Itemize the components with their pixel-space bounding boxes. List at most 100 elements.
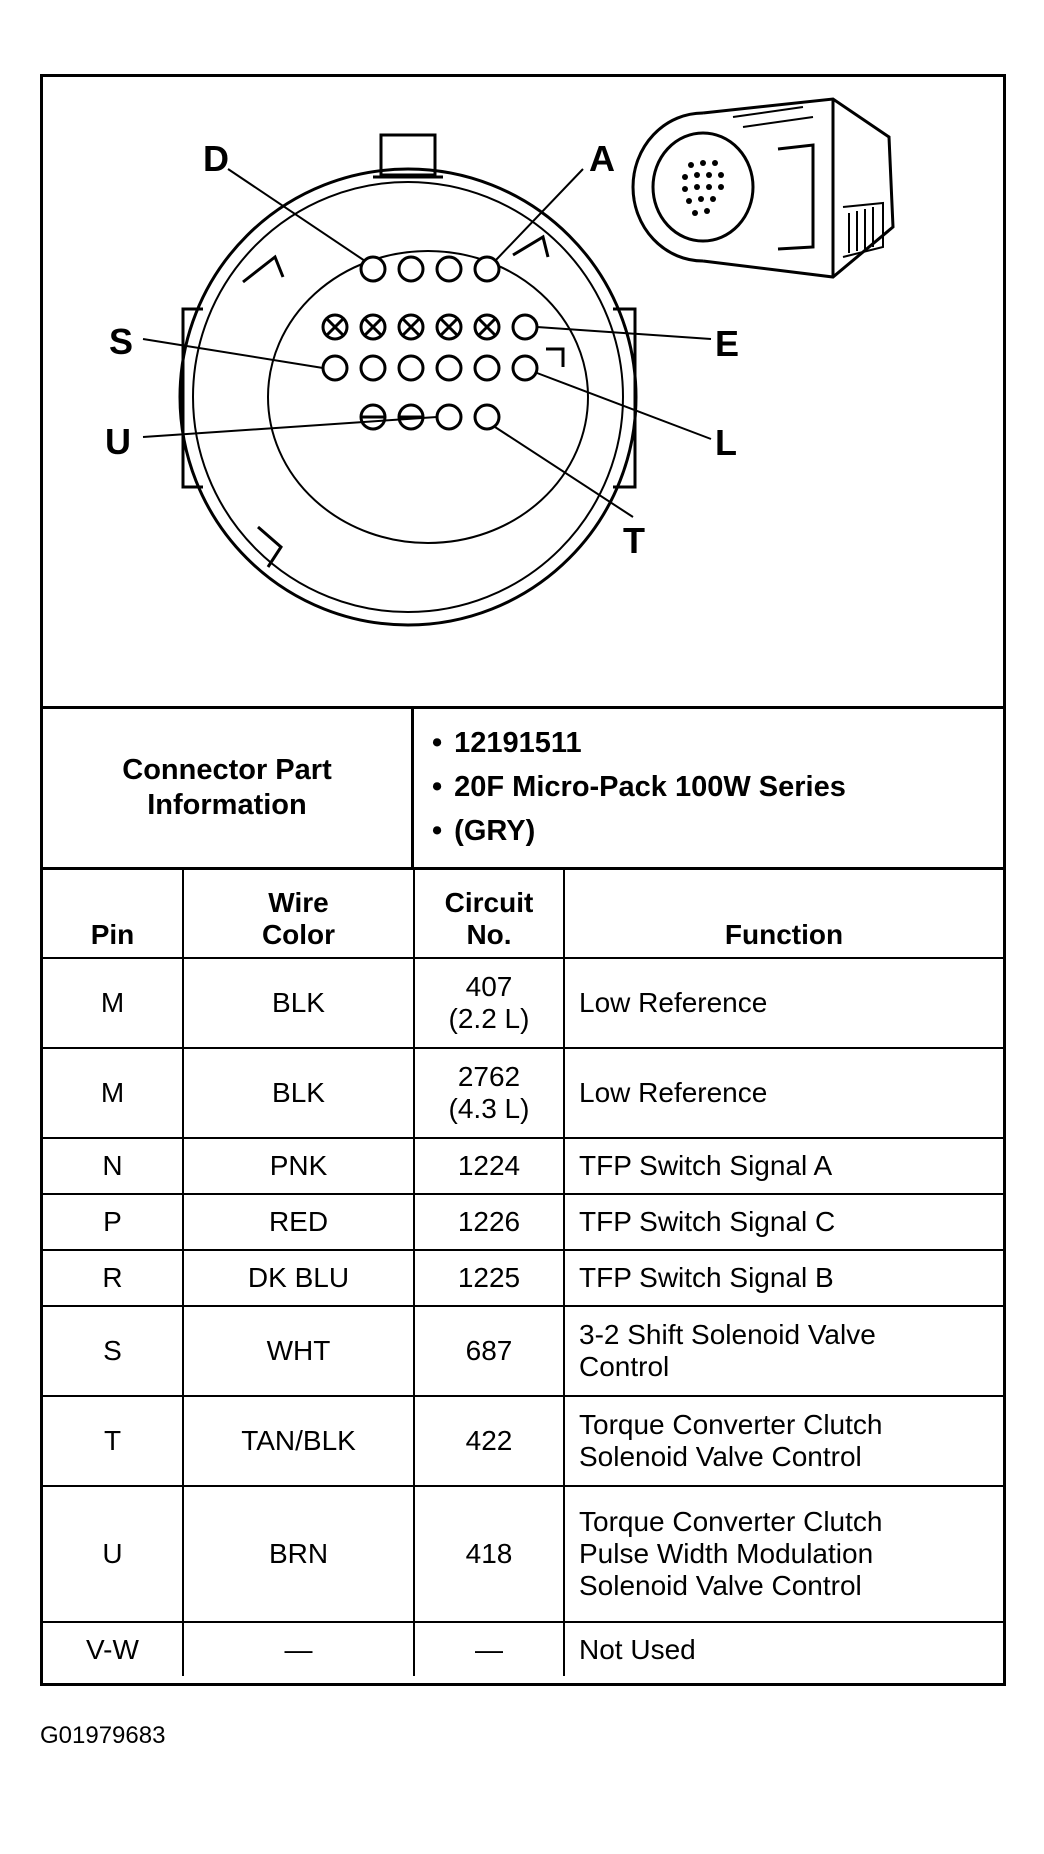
plugged-cavities-bottom	[359, 403, 425, 431]
leader-e	[536, 326, 712, 340]
connector-part-information-label: Connector Part Information	[43, 709, 414, 867]
cell-wire-color: WHT	[182, 1305, 415, 1397]
cell-function: 3-2 Shift Solenoid Valve Control	[563, 1305, 1003, 1397]
cell-wire-color: RED	[182, 1193, 415, 1251]
cell-wire-color: BLK	[182, 957, 415, 1049]
pin-s-cavity	[321, 354, 349, 382]
cell-circuit: 1226	[413, 1193, 565, 1251]
pin-label-u: U	[105, 421, 131, 462]
connector-outer-rim	[192, 181, 624, 613]
leader-t	[494, 426, 634, 518]
cell-function: Not Used	[563, 1621, 1003, 1676]
connector-figure: D A S E U L T Connector Part In	[40, 74, 1006, 1686]
cell-pin: U	[43, 1485, 184, 1623]
leader-d	[227, 168, 366, 262]
cell-function: TFP Switch Signal B	[563, 1249, 1003, 1307]
cell-wire-color: TAN/BLK	[182, 1395, 415, 1487]
cell-function: Low Reference	[563, 1047, 1003, 1139]
cell-circuit: 1225	[413, 1249, 565, 1307]
cell-circuit: 418	[413, 1485, 565, 1623]
connector-color: (GRY)	[432, 809, 1003, 853]
pin-label-s: S	[109, 321, 133, 362]
pin-label-d: D	[203, 138, 229, 179]
header-pin: Pin	[43, 870, 184, 959]
pin-u-cavity	[435, 403, 463, 431]
pin-label-l: L	[715, 422, 737, 463]
figure-code: G01979683	[40, 1722, 166, 1749]
leader-a	[494, 168, 584, 262]
cell-pin: M	[43, 1047, 184, 1139]
connector-part-information-list: 12191511 20F Micro-Pack 100W Series (GRY…	[414, 709, 1003, 867]
pin-e-cavity	[511, 313, 539, 341]
cell-circuit: 407 (2.2 L)	[413, 957, 565, 1049]
table-row: N PNK 1224 TFP Switch Signal A	[43, 1137, 1003, 1195]
connector-series: 20F Micro-Pack 100W Series	[432, 765, 1003, 809]
connector-outer-shell	[178, 167, 638, 627]
cell-pin: R	[43, 1249, 184, 1307]
pin-a-cavity	[473, 255, 501, 283]
pin-cavity	[359, 354, 387, 382]
pin-cavity	[435, 255, 463, 283]
connector-part-information-row: Connector Part Information 12191511 20F …	[43, 706, 1003, 870]
cell-pin: N	[43, 1137, 184, 1195]
connector-perspective-illustration	[631, 97, 895, 279]
connector-right-flange	[613, 307, 637, 489]
table-row: P RED 1226 TFP Switch Signal C	[43, 1193, 1003, 1251]
cell-circuit: 687	[413, 1305, 565, 1397]
leader-u	[142, 416, 438, 438]
cell-pin: P	[43, 1193, 184, 1251]
header-circuit-no: Circuit No.	[413, 870, 565, 959]
connector-notch-top-left	[242, 254, 285, 284]
cell-circuit: 422	[413, 1395, 565, 1487]
table-row: T TAN/BLK 422 Torque Converter Clutch So…	[43, 1395, 1003, 1487]
pin-label-e: E	[715, 323, 739, 364]
cell-wire-color: BRN	[182, 1485, 415, 1623]
pin-l-cavity	[511, 354, 539, 382]
cell-function: Torque Converter Clutch Solenoid Valve C…	[563, 1395, 1003, 1487]
table-row: S WHT 687 3-2 Shift Solenoid Valve Contr…	[43, 1305, 1003, 1397]
cell-circuit: 1224	[413, 1137, 565, 1195]
table-row: M BLK 2762 (4.3 L) Low Reference	[43, 1047, 1003, 1139]
table-row: R DK BLU 1225 TFP Switch Signal B	[43, 1249, 1003, 1307]
pin-t-cavity	[473, 403, 501, 431]
pin-cavity	[473, 354, 501, 382]
cell-pin: T	[43, 1395, 184, 1487]
table-header-row: Pin Wire Color Circuit No. Function	[43, 870, 1003, 959]
table-row: U BRN 418 Torque Converter Clutch Pulse …	[43, 1485, 1003, 1623]
connector-face-diagram: D A S E U L T	[105, 97, 895, 627]
cell-wire-color: PNK	[182, 1137, 415, 1195]
cell-function: TFP Switch Signal A	[563, 1137, 1003, 1195]
connector-notch-bottom-left	[257, 525, 283, 568]
connector-left-flange	[181, 307, 203, 489]
table-row: V-W — — Not Used	[43, 1621, 1003, 1676]
pin-cavity	[397, 255, 425, 283]
cell-pin: V-W	[43, 1621, 184, 1676]
cell-wire-color: —	[182, 1621, 415, 1676]
connector-perspective-pins	[682, 160, 724, 216]
pin-label-a: A	[589, 138, 615, 179]
header-function: Function	[563, 870, 1003, 959]
pin-d-cavity	[359, 255, 387, 283]
leader-l	[536, 372, 712, 440]
pin-cavity	[397, 354, 425, 382]
cell-circuit: —	[413, 1621, 565, 1676]
connector-notch-right	[546, 347, 565, 367]
cell-function: Torque Converter Clutch Pulse Width Modu…	[563, 1485, 1003, 1623]
plugged-cavities-row	[321, 313, 501, 341]
pin-cavity	[435, 354, 463, 382]
cell-pin: M	[43, 957, 184, 1049]
table-row: M BLK 407 (2.2 L) Low Reference	[43, 957, 1003, 1049]
pin-label-t: T	[623, 520, 645, 561]
connector-key-tab	[379, 133, 437, 177]
part-number: 12191511	[432, 721, 1003, 765]
cell-pin: S	[43, 1305, 184, 1397]
cell-function: TFP Switch Signal C	[563, 1193, 1003, 1251]
pin-assignment-table: Pin Wire Color Circuit No. Function M BL…	[43, 870, 1003, 1676]
connector-notch-top-right	[512, 234, 550, 258]
cell-function: Low Reference	[563, 957, 1003, 1049]
connector-inner-face	[267, 250, 589, 544]
cell-wire-color: BLK	[182, 1047, 415, 1139]
leader-s	[142, 338, 324, 369]
header-wire-color: Wire Color	[182, 870, 415, 959]
cell-circuit: 2762 (4.3 L)	[413, 1047, 565, 1139]
